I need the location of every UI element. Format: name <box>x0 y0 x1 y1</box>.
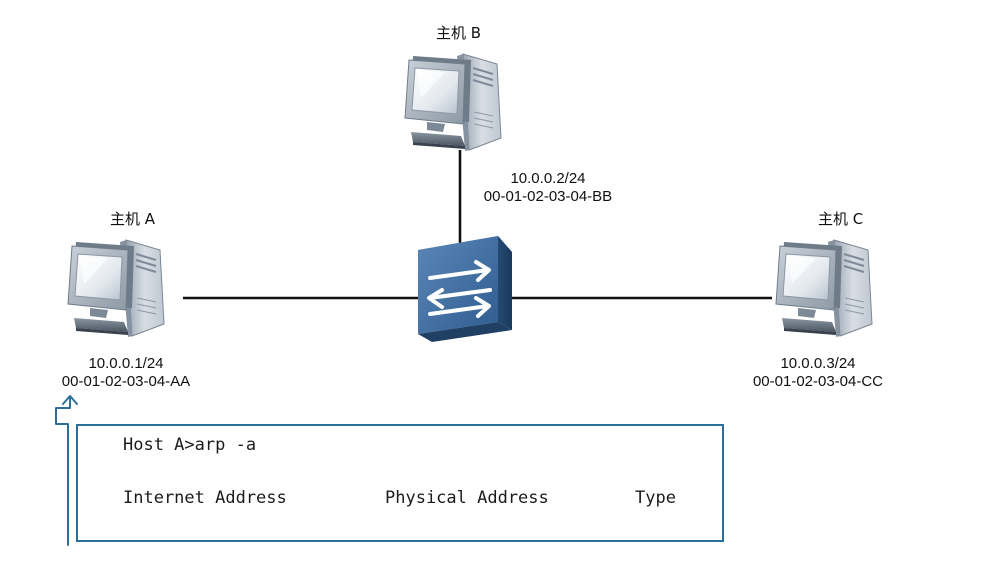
console-command: Host A>arp -a <box>123 435 257 455</box>
host-c-mac: 00-01-02-03-04-CC <box>752 373 884 390</box>
host-b-ip: 10.0.0.2/24 <box>510 170 586 187</box>
host-b-address: 10.0.0.2/24 00-01-02-03-04-BB <box>458 170 638 206</box>
host-b-mac: 00-01-02-03-04-BB <box>483 188 613 205</box>
column-internet-address: Internet Address <box>123 488 287 508</box>
host-a-title: 主机 A <box>110 210 156 228</box>
column-type: Type <box>635 488 676 508</box>
host-c-ip: 10.0.0.3/24 <box>780 355 856 372</box>
arp-console-box: Host A>arp -a Internet Address Physical … <box>76 424 724 542</box>
host-b-title: 主机 B <box>436 24 482 42</box>
column-physical-address: Physical Address <box>385 488 549 508</box>
pointer-arrow <box>55 395 78 546</box>
host-c-computer-icon <box>775 239 873 338</box>
host-a-mac: 00-01-02-03-04-AA <box>61 373 191 390</box>
host-a-computer-icon <box>67 239 165 338</box>
network-switch-icon <box>418 236 512 342</box>
host-c-title: 主机 C <box>818 210 864 228</box>
host-a-address: 10.0.0.1/24 00-01-02-03-04-AA <box>36 355 216 391</box>
host-a-ip: 10.0.0.1/24 <box>88 355 164 372</box>
host-c-address: 10.0.0.3/24 00-01-02-03-04-CC <box>728 355 908 391</box>
host-b-computer-icon <box>404 53 502 152</box>
